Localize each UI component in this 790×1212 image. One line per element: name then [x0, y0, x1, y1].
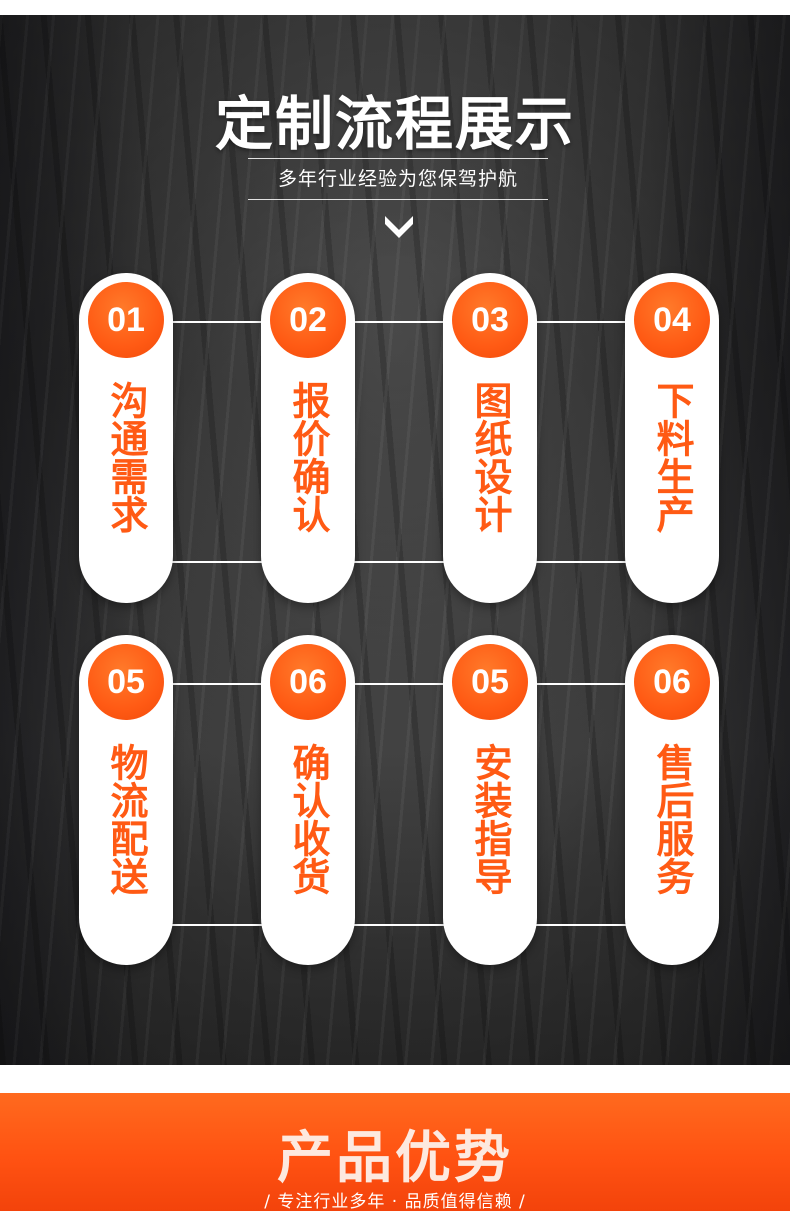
connector-line [536, 924, 628, 926]
step-card-5: 05 物流配送 [79, 635, 173, 965]
advantage-title: 产品优势 [277, 1126, 513, 1191]
advantage-banner: 产品优势 / 专注行业多年 · 品质值得信赖 / [0, 1093, 790, 1212]
connector-line [172, 321, 264, 323]
step-number-badge: 03 [452, 282, 528, 358]
subtitle-frame: 多年行业经验为您保驾护航 [248, 158, 548, 200]
step-label: 沟通需求 [104, 381, 148, 533]
page-title: 定制流程展示 [214, 90, 575, 158]
connector-line [172, 924, 264, 926]
step-card-4: 04 下料生产 [625, 273, 719, 603]
step-number-badge: 06 [270, 644, 346, 720]
step-label: 下料生产 [650, 381, 694, 533]
step-number-badge: 04 [634, 282, 710, 358]
step-number-badge: 02 [270, 282, 346, 358]
step-card-6: 06 确认收货 [261, 635, 355, 965]
subtitle: 多年行业经验为您保驾护航 [277, 168, 518, 190]
connector-line [354, 924, 446, 926]
connector-line [354, 321, 446, 323]
chevron-down-icon [385, 216, 413, 238]
step-number-badge: 05 [88, 644, 164, 720]
step-number-badge: 05 [452, 644, 528, 720]
step-label: 确认收货 [286, 743, 330, 895]
connector-line [536, 561, 628, 563]
step-card-8: 06 售后服务 [625, 635, 719, 965]
connector-line [354, 683, 446, 685]
step-label: 物流配送 [104, 743, 148, 895]
step-number-badge: 01 [88, 282, 164, 358]
connector-line [536, 683, 628, 685]
connector-line [172, 561, 264, 563]
connector-line [172, 683, 264, 685]
step-card-2: 02 报价确认 [261, 273, 355, 603]
advantage-subtitle: / 专注行业多年 · 品质值得信赖 / [264, 1192, 526, 1212]
connector-line [536, 321, 628, 323]
step-label: 安装指导 [468, 743, 512, 895]
step-card-1: 01 沟通需求 [79, 273, 173, 603]
step-label: 图纸设计 [468, 381, 512, 533]
step-card-3: 03 图纸设计 [443, 273, 537, 603]
step-label: 售后服务 [650, 743, 694, 895]
step-label: 报价确认 [286, 381, 330, 533]
step-card-7: 05 安装指导 [443, 635, 537, 965]
step-number-badge: 06 [634, 644, 710, 720]
process-section: 定制流程展示 多年行业经验为您保驾护航 01 沟通需求 02 报价确认 03 图… [0, 15, 790, 1065]
connector-line [354, 561, 446, 563]
